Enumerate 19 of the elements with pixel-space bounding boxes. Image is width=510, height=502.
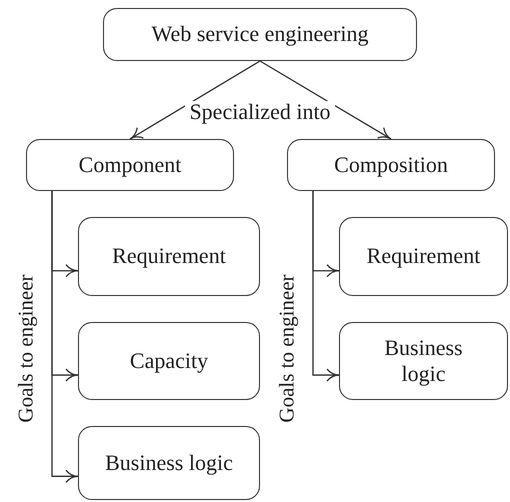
box-text: Requirement [366, 243, 480, 270]
process-box [78, 322, 260, 400]
box-text: Component [78, 152, 182, 178]
edge-label: Goals to engineer [16, 274, 36, 423]
process-box [78, 217, 260, 296]
process-box [339, 217, 508, 296]
process-box [103, 8, 417, 61]
process-box [78, 426, 260, 500]
box-text: Business logic [383, 334, 464, 388]
process-box [26, 139, 234, 191]
process-box [287, 139, 495, 191]
box-text: Web service engineering [152, 21, 368, 48]
box-text: Capacity [130, 348, 208, 374]
edge-label: Specialized into [185, 101, 335, 123]
edge-label: Goals to engineer [276, 274, 298, 423]
box-text: Composition [334, 152, 448, 178]
box-text: Requirement [112, 243, 226, 270]
process-box [339, 322, 508, 400]
box-text: Business logic [105, 450, 233, 476]
